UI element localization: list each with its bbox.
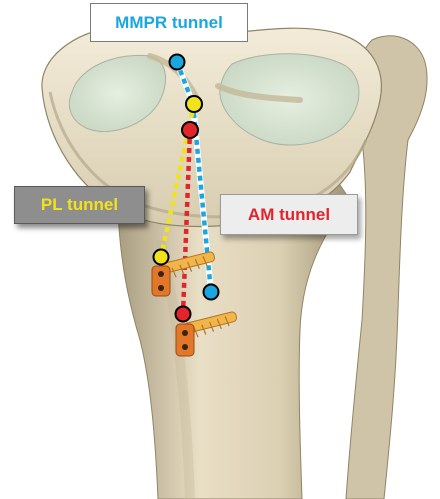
pl-tunnel-label-text: PL tunnel [41,195,118,215]
mmpr-entry-marker [170,55,185,70]
cortical-button-upper [152,266,170,296]
am-exit-marker [176,307,191,322]
am-tunnel-label-text: AM tunnel [248,205,330,225]
mmpr-exit-marker [204,285,219,300]
am-tunnel-label: AM tunnel [220,194,358,235]
pl-entry-marker [186,96,202,112]
pl-tunnel-label: PL tunnel [14,186,145,224]
mmpr-tunnel-label: MMPR tunnel [90,3,248,42]
pl-exit-marker [154,250,169,265]
mmpr-tunnel-label-text: MMPR tunnel [115,13,223,33]
cortical-button-lower [176,324,194,356]
am-entry-marker [182,122,198,138]
